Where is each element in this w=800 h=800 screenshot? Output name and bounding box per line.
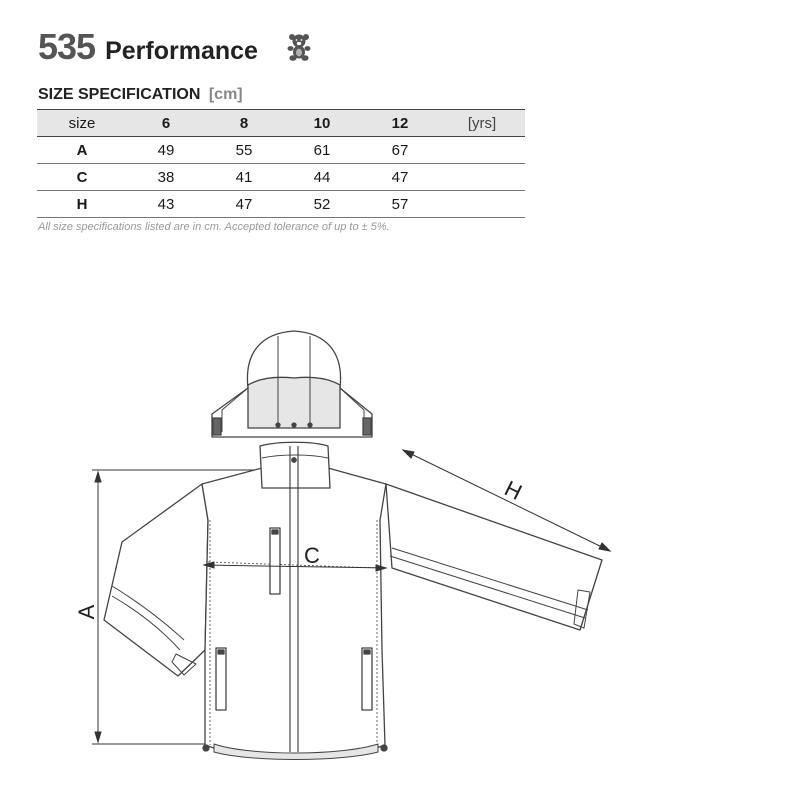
label-a: A: [74, 604, 99, 619]
product-name: Performance: [105, 37, 258, 65]
row-label: H: [37, 190, 127, 218]
header-size: size: [37, 109, 127, 137]
right-sleeve: [385, 483, 603, 631]
header-12: 12: [361, 109, 439, 137]
collar: [259, 441, 331, 489]
header-years: [yrs]: [439, 109, 525, 137]
table-cell: 55: [205, 136, 283, 164]
size-table: size 6 8 10 12 [yrs] A 49 55 61 67 C 38 …: [37, 109, 525, 218]
product-code: 535: [38, 26, 96, 67]
product-title: 535 Performance: [38, 26, 258, 68]
size-spec-unit: [cm]: [208, 86, 243, 103]
table-cell: 57: [361, 190, 439, 218]
table-cell: [439, 163, 525, 191]
table-cell: 44: [283, 163, 361, 191]
table-cell: 47: [205, 190, 283, 218]
row-label: A: [37, 136, 127, 164]
size-table-header: size 6 8 10 12 [yrs]: [37, 109, 525, 137]
tolerance-note: All size specifications listed are in cm…: [38, 221, 390, 233]
row-label: C: [37, 163, 127, 191]
size-spec-heading: SIZE SPECIFICATION [cm]: [38, 86, 243, 104]
table-row: C 38 41 44 47: [37, 163, 525, 191]
table-cell: 38: [127, 163, 205, 191]
table-row: A 49 55 61 67: [37, 136, 525, 164]
hood-drawing: [211, 330, 373, 438]
label-h: H: [501, 476, 526, 505]
table-cell: [439, 136, 525, 164]
table-cell: 43: [127, 190, 205, 218]
header-10: 10: [283, 109, 361, 137]
teddy-bear-icon: [287, 34, 311, 61]
size-spec-title: SIZE SPECIFICATION: [38, 86, 201, 103]
table-cell: [439, 190, 525, 218]
table-cell: 41: [205, 163, 283, 191]
table-cell: 49: [127, 136, 205, 164]
left-sleeve: [103, 483, 209, 677]
table-cell: 61: [283, 136, 361, 164]
header-8: 8: [205, 109, 283, 137]
label-c: C: [304, 543, 320, 568]
table-row: H 43 47 52 57: [37, 190, 525, 218]
table-cell: 47: [361, 163, 439, 191]
header-6: 6: [127, 109, 205, 137]
jacket-body: [201, 467, 387, 759]
table-cell: 52: [283, 190, 361, 218]
table-cell: 67: [361, 136, 439, 164]
